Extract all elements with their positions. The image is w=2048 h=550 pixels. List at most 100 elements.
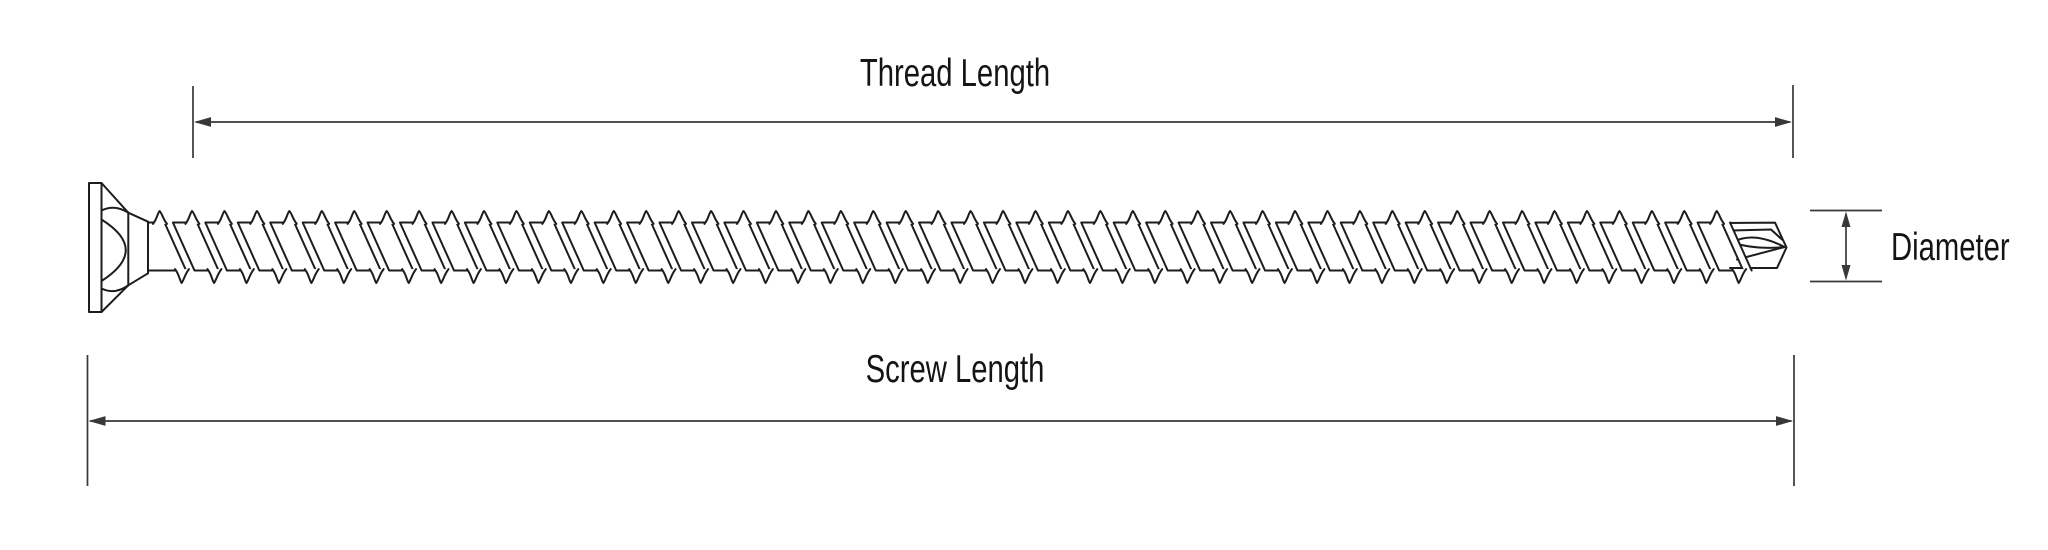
thread-band [650, 221, 683, 272]
thread-crest-top-fill [1612, 211, 1627, 224]
thread-band [163, 221, 196, 272]
thread-band-fill [1104, 221, 1136, 272]
thread-band-fill [1461, 221, 1493, 272]
thread-band [1688, 221, 1721, 272]
thread-crest-top-fill [1320, 211, 1335, 224]
thread-crest-top [1709, 210, 1726, 225]
thread-crest-top-fill [1061, 211, 1076, 224]
thread-crest-top [411, 210, 428, 225]
thread-band [942, 221, 975, 272]
thread-crest-top [1384, 210, 1401, 225]
thread-crest-bottom-fill [239, 269, 254, 283]
thread-crest-bottom-fill [1667, 269, 1682, 283]
thread-crest-bottom-fill [466, 269, 481, 283]
arrow-right-icon [1775, 117, 1792, 127]
thread-band [325, 221, 358, 272]
thread-crest-top-fill [996, 211, 1011, 224]
thread-crest-top [184, 210, 201, 225]
thread-crest-bottom-fill [986, 269, 1000, 283]
arrow-down-icon [1841, 265, 1851, 281]
thread-band [552, 221, 585, 272]
thread-crest-bottom-fill [856, 269, 871, 283]
thread-crest-top [1644, 210, 1661, 225]
thread-band-fill [1039, 221, 1071, 272]
thread-crest-bottom [1017, 268, 1034, 284]
thread-crest-bottom [1082, 268, 1099, 284]
thread-crest-top [671, 210, 688, 225]
thread-band-fill [585, 221, 617, 272]
thread-crest-bottom [1309, 268, 1326, 284]
thread-crest-top [1060, 210, 1077, 225]
thread-band [1461, 221, 1494, 272]
thread-crest-top [1222, 210, 1239, 225]
thread-band [747, 221, 780, 272]
thread-crest-top-fill [477, 211, 492, 224]
thread-crest-bottom [206, 268, 223, 284]
thread-band [455, 221, 488, 272]
thread-crest-top [768, 210, 785, 225]
thread-band-fill [1623, 221, 1655, 272]
thread-crest-bottom-fill [369, 269, 384, 283]
thread-crest-top [216, 210, 233, 225]
thread-crest-top-fill [769, 211, 784, 224]
thread-band-fill [228, 221, 260, 272]
thread-crest-bottom [336, 268, 353, 284]
thread-crest-top-fill [801, 211, 816, 224]
thread-band-fill [1266, 221, 1298, 272]
thread-crest-top [1190, 210, 1207, 225]
thread-crest-top-fill [639, 211, 654, 224]
thread-crest-top [443, 210, 460, 225]
thread-crest-bottom-fill [434, 269, 449, 283]
thread-crest-bottom [498, 268, 515, 284]
thread-band [682, 221, 715, 272]
thread-crest-bottom-fill [1342, 269, 1357, 283]
head-recess-curve [100, 218, 127, 282]
thread-crest-top-fill [964, 211, 978, 224]
thread-crest-bottom [174, 268, 190, 284]
thread-crest-top-fill [217, 211, 232, 224]
thread-crest-top-fill [704, 211, 719, 224]
thread-crest-bottom [1698, 268, 1715, 284]
thread-band-fill [1137, 221, 1169, 272]
diameter-dimension [1810, 209, 1882, 283]
thread-band [1071, 221, 1104, 272]
thread-crest-top [1611, 210, 1628, 225]
thread-band [195, 221, 228, 272]
arrow-left-icon [88, 416, 106, 426]
thread-crest-top-fill [1223, 211, 1238, 224]
thread-crest-bottom [465, 268, 482, 284]
arrow-left-icon [194, 117, 211, 127]
thread-crest-top [1417, 210, 1434, 225]
thread-crest-top-fill [1353, 211, 1368, 224]
screw-length-label: Screw Length [865, 348, 1045, 391]
thread-crest-bottom-fill [1407, 269, 1422, 283]
thread-crest-top-fill [1450, 211, 1465, 224]
thread-crest-top-fill [1093, 211, 1108, 224]
thread-band [358, 221, 391, 272]
thread-crest-bottom-fill [1699, 269, 1714, 283]
thread-crest-bottom [1504, 268, 1521, 284]
thread-band [520, 221, 553, 272]
thread-crest-bottom-fill [1018, 269, 1033, 283]
thread-band-fill [261, 221, 293, 272]
thread-band [1396, 221, 1429, 272]
thread-crest-top [1254, 210, 1271, 225]
thread-band-fill [1526, 221, 1558, 272]
thread-crest-bottom [1212, 268, 1229, 284]
thread-band-fill [1558, 221, 1590, 272]
thread-crest-bottom [1341, 268, 1358, 284]
thread-crest-bottom [1536, 268, 1553, 284]
thread-band-fill [1234, 221, 1266, 272]
thread-crest-top [833, 210, 850, 225]
thread-crest-top [638, 210, 655, 225]
thread-crest-top [346, 210, 363, 225]
thread-crest-bottom-fill [304, 269, 319, 283]
thread-band [812, 221, 845, 272]
thread-crest-bottom [433, 268, 450, 284]
thread-crest-bottom [725, 268, 742, 284]
thread-crest-bottom-fill [953, 269, 968, 283]
thread-crest-bottom [952, 268, 969, 284]
thread-crest-bottom-fill [1440, 269, 1455, 283]
thread-crest-bottom-fill [1310, 269, 1325, 283]
thread-crest-bottom-fill [726, 269, 741, 283]
